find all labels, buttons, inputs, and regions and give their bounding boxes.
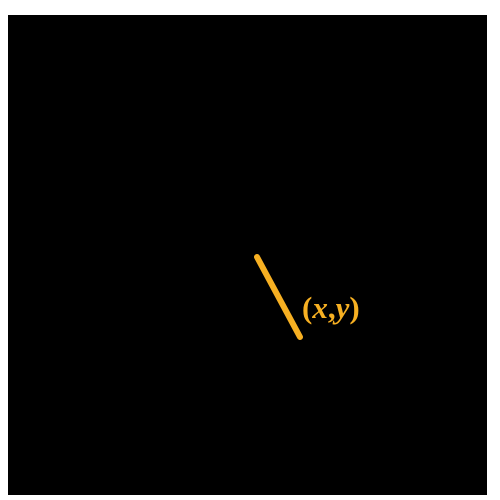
label-close-paren: ) [349, 290, 359, 325]
label-y: y [332, 290, 350, 325]
label-comma: , [328, 290, 336, 325]
label-x: x [311, 290, 328, 325]
orange-line-segment [254, 254, 303, 340]
diagram-svg: (x,y) [254, 254, 360, 340]
point-label: (x,y) [302, 290, 360, 325]
label-open-paren: ( [302, 290, 312, 325]
diagram-canvas: (x,y) [8, 15, 487, 495]
